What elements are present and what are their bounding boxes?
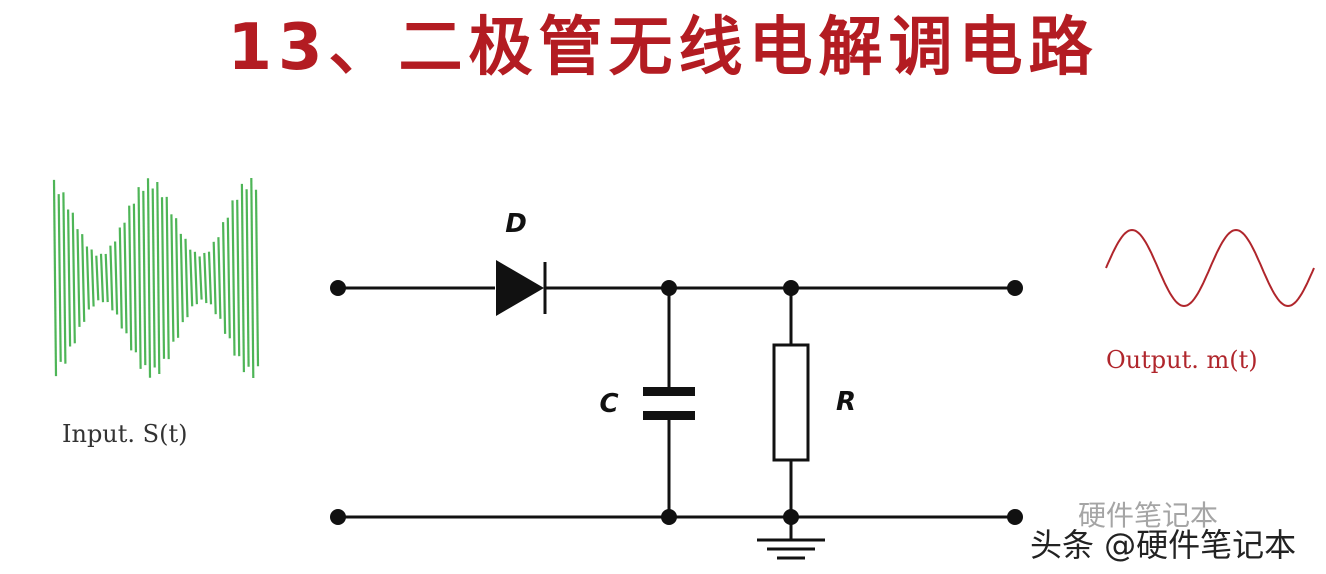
watermark-faint: 硬件笔记本 [1078,499,1219,532]
carrier-stroke [193,251,198,305]
carrier-stroke [52,179,58,377]
carrier-stroke [62,192,67,364]
carrier-stroke [57,194,62,362]
carrier-stroke [250,177,255,379]
carrier-stroke [160,197,166,359]
carrier-stroke [156,181,161,375]
carrier-stroke [137,187,142,369]
output-label: Output. m(t) [1106,346,1258,374]
carrier-stroke [114,241,119,315]
page-title: 13、二极管无线电解调电路 [227,11,1099,85]
carrier-stroke [67,209,72,347]
carrier-stroke [99,253,105,303]
carrier-stroke [132,203,137,353]
watermark: 头条 @硬件笔记本 [1030,526,1297,564]
capacitor-plate-bottom [643,411,695,420]
output-terminal-bottom [1007,509,1023,525]
carrier-stroke [254,189,260,367]
carrier-stroke [245,189,250,367]
resistor-label: R [836,387,856,417]
carrier-stroke [128,205,133,351]
junction-resistor-bottom [783,509,799,525]
output-sine-waveform [1105,228,1315,308]
carrier-stroke [231,200,236,356]
carrier-stroke [71,212,76,344]
junction-capacitor-top [661,280,677,296]
carrier-stroke [240,183,245,373]
carrier-stroke [123,222,128,334]
carrier-stroke [226,217,231,339]
carrier-stroke [179,233,184,323]
carrier-stroke [189,249,194,307]
diode-symbol [496,260,544,316]
input-terminal-top [330,280,346,296]
carrier-stroke [217,237,222,319]
carrier-stroke [104,253,109,303]
diode-label: D [505,209,527,239]
input-am-waveform [52,177,260,379]
carrier-stroke [222,222,227,334]
resistor-body [772,343,810,462]
input-label: Input. S(t) [62,420,187,448]
carrier-stroke [212,241,217,315]
capacitor-plate-top [643,387,695,396]
carrier-stroke [81,234,86,322]
carrier-stroke [118,227,123,329]
carrier-stroke [95,255,100,301]
carrier-stroke [198,256,203,300]
output-terminal-top [1007,280,1023,296]
carrier-stroke [175,218,180,338]
carrier-stroke [165,196,170,360]
carrier-stroke [109,245,114,311]
carrier-stroke [85,246,90,310]
carrier-stroke [151,188,156,368]
carrier-stroke [170,214,175,342]
carrier-stroke [142,190,147,366]
carrier-stroke [203,252,208,304]
junction-resistor-top [783,280,799,296]
carrier-stroke [236,199,241,357]
carrier-stroke [184,238,189,318]
carrier-stroke [207,251,213,305]
carrier-stroke [146,178,152,378]
carrier-stroke [90,249,95,307]
carrier-stroke [76,229,81,327]
junction-capacitor-bottom [661,509,677,525]
input-terminal-bottom [330,509,346,525]
capacitor-label: C [599,389,618,419]
